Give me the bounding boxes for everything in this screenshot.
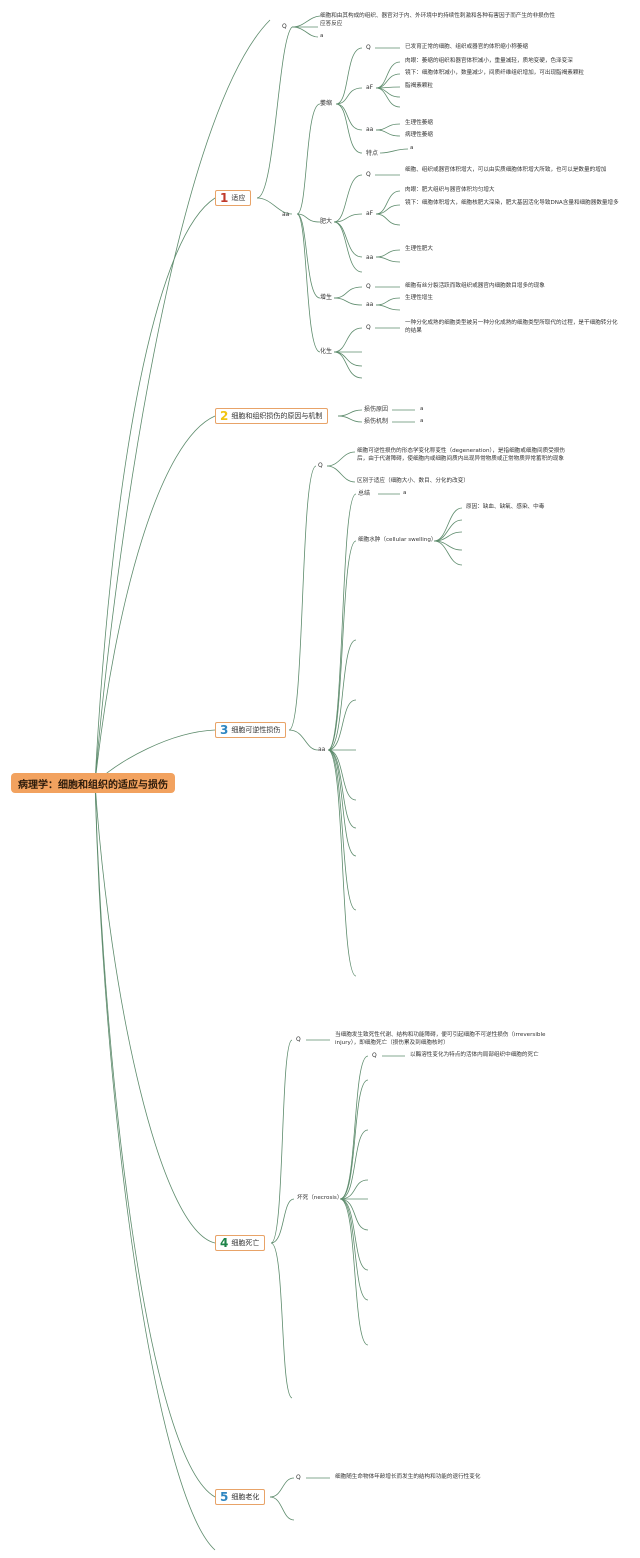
hypertrophy-q-label: Q bbox=[366, 171, 371, 178]
cellular-swelling-node[interactable]: 细胞水肿（cellular swelling） bbox=[358, 537, 437, 543]
injury-cause-a: a bbox=[420, 406, 424, 412]
hypertrophy-physiologic: 生理性肥大 bbox=[405, 246, 433, 252]
hypertrophy-naked-eye: 肉眼：肥大组织与器官体积均匀增大 bbox=[405, 187, 495, 193]
hypertrophy-aa-label: aa bbox=[366, 254, 374, 261]
adapt-extra: a bbox=[320, 33, 324, 39]
branch-label: 细胞可逆性损伤 bbox=[231, 726, 281, 734]
necrosis-node[interactable]: 坏死（necrosis） bbox=[297, 1195, 343, 1201]
atrophy-naked-eye: 肉眼：萎缩的组织和器官体积减小，重量减轻，质地变硬，色泽变深 bbox=[405, 58, 573, 64]
reversible-summary-a: a bbox=[403, 490, 407, 496]
hypertrophy-definition: 细胞、组织或器官体积增大，可以由实质细胞体积增大所致，也可以是数量的增加 bbox=[405, 167, 607, 173]
branch-adaptation[interactable]: 1 适应 bbox=[215, 190, 252, 206]
hypertrophy-microscope: 镜下：细胞体积增大，细胞核肥大深染，肥大基因活化导致DNA含量和细胞器数量增多 bbox=[405, 200, 619, 206]
hypertrophy-af-label: aF bbox=[366, 210, 374, 217]
hyperplasia-node[interactable]: 增生 bbox=[320, 294, 333, 301]
atrophy-pathologic: 病理性萎缩 bbox=[405, 132, 433, 138]
branch-injury-causes[interactable]: 2 细胞和组织损伤的原因与机制 bbox=[215, 408, 329, 424]
aging-q-label: Q bbox=[296, 1474, 301, 1481]
atrophy-microscope: 镜下：细胞体积减小，数量减少，间质纤维组织增加，可出现脂褐素颗粒 bbox=[405, 70, 585, 76]
metaplasia-node[interactable]: 化生 bbox=[320, 348, 333, 355]
hyperplasia-aa-label: aa bbox=[366, 301, 374, 308]
atrophy-features-a: a bbox=[410, 145, 414, 151]
injury-cause-node[interactable]: 损伤原因 bbox=[364, 406, 389, 413]
branch-number: 1 bbox=[220, 191, 229, 205]
reversible-distinction: 区别于适应（细胞大小、数目、分化的改变） bbox=[357, 478, 469, 484]
atrophy-af-label: aF bbox=[366, 84, 374, 91]
branch-number: 4 bbox=[220, 1236, 229, 1250]
injury-mechanism-node[interactable]: 损伤机制 bbox=[364, 418, 389, 425]
branch-label: 细胞老化 bbox=[231, 1493, 260, 1501]
atrophy-features: 特点 bbox=[366, 150, 379, 157]
hyperplasia-definition: 细胞有丝分裂活跃而致组织或器官内细胞数目增多的现象 bbox=[405, 283, 545, 289]
metaplasia-definition: 一种分化成熟的细胞类型被另一种分化成熟的细胞类型所取代的过程，是干细胞转分化的结… bbox=[405, 320, 618, 334]
atrophy-definition: 已发育正常的细胞、组织或器官的体积缩小称萎缩 bbox=[405, 44, 529, 50]
branch-cell-aging[interactable]: 5 细胞老化 bbox=[215, 1489, 266, 1505]
atrophy-aa-label: aa bbox=[366, 126, 374, 133]
death-definition: 当细胞发生致死性代谢、结构和功能障碍，便可引起细胞不可逆性损伤（irrevers… bbox=[335, 1032, 546, 1046]
hyperplasia-q-label: Q bbox=[366, 283, 371, 290]
atrophy-q-label: Q bbox=[366, 44, 371, 51]
reversible-definition: 细胞可逆性损伤的形态学变化称变性（degeneration），是指细胞或细胞间质… bbox=[357, 448, 566, 462]
branch-label: 细胞死亡 bbox=[231, 1239, 260, 1247]
reversible-types-label: aa bbox=[318, 746, 326, 753]
adapt-q-label: Q bbox=[282, 23, 287, 30]
atrophy-physiologic: 生理性萎缩 bbox=[405, 120, 433, 126]
atrophy-node[interactable]: 萎缩 bbox=[320, 100, 333, 107]
death-q-label: Q bbox=[296, 1036, 301, 1043]
metaplasia-q-label: Q bbox=[366, 324, 371, 331]
branch-reversible-injury[interactable]: 3 细胞可逆性损伤 bbox=[215, 722, 287, 738]
adapt-types-label: aa bbox=[282, 211, 290, 218]
branch-number: 5 bbox=[220, 1490, 229, 1504]
reversible-q-label: Q bbox=[318, 462, 323, 469]
atrophy-lipofuscin: 脂褐素颗粒 bbox=[405, 83, 433, 89]
root-topic[interactable]: 病理学：细胞和组织的适应与损伤 bbox=[11, 773, 175, 793]
adapt-definition: 细胞和由其构成的组织、器官对于内、外环境中的持续性刺激和各种有害因子而产生的非损… bbox=[320, 13, 555, 27]
necrosis-definition: 以酶溶性变化为特点的活体内局部组织中细胞的死亡 bbox=[410, 1052, 539, 1058]
branch-number: 3 bbox=[220, 723, 229, 737]
reversible-summary-node[interactable]: 总结 bbox=[358, 490, 371, 497]
aging-definition: 细胞随生命物体年龄增长而发生的结构和功能的退行性变化 bbox=[335, 1474, 481, 1480]
branch-cell-death[interactable]: 4 细胞死亡 bbox=[215, 1235, 266, 1251]
branch-number: 2 bbox=[220, 409, 229, 423]
branch-label: 适应 bbox=[231, 194, 246, 202]
necrosis-q-label: Q bbox=[372, 1052, 377, 1059]
hypertrophy-node[interactable]: 肥大 bbox=[320, 218, 333, 225]
branch-label: 细胞和组织损伤的原因与机制 bbox=[231, 412, 323, 420]
cellular-swelling-cause: 原因：缺血、缺氧、感染、中毒 bbox=[466, 504, 545, 510]
injury-mechanism-a: a bbox=[420, 418, 424, 424]
hyperplasia-physiologic: 生理性增生 bbox=[405, 295, 433, 301]
